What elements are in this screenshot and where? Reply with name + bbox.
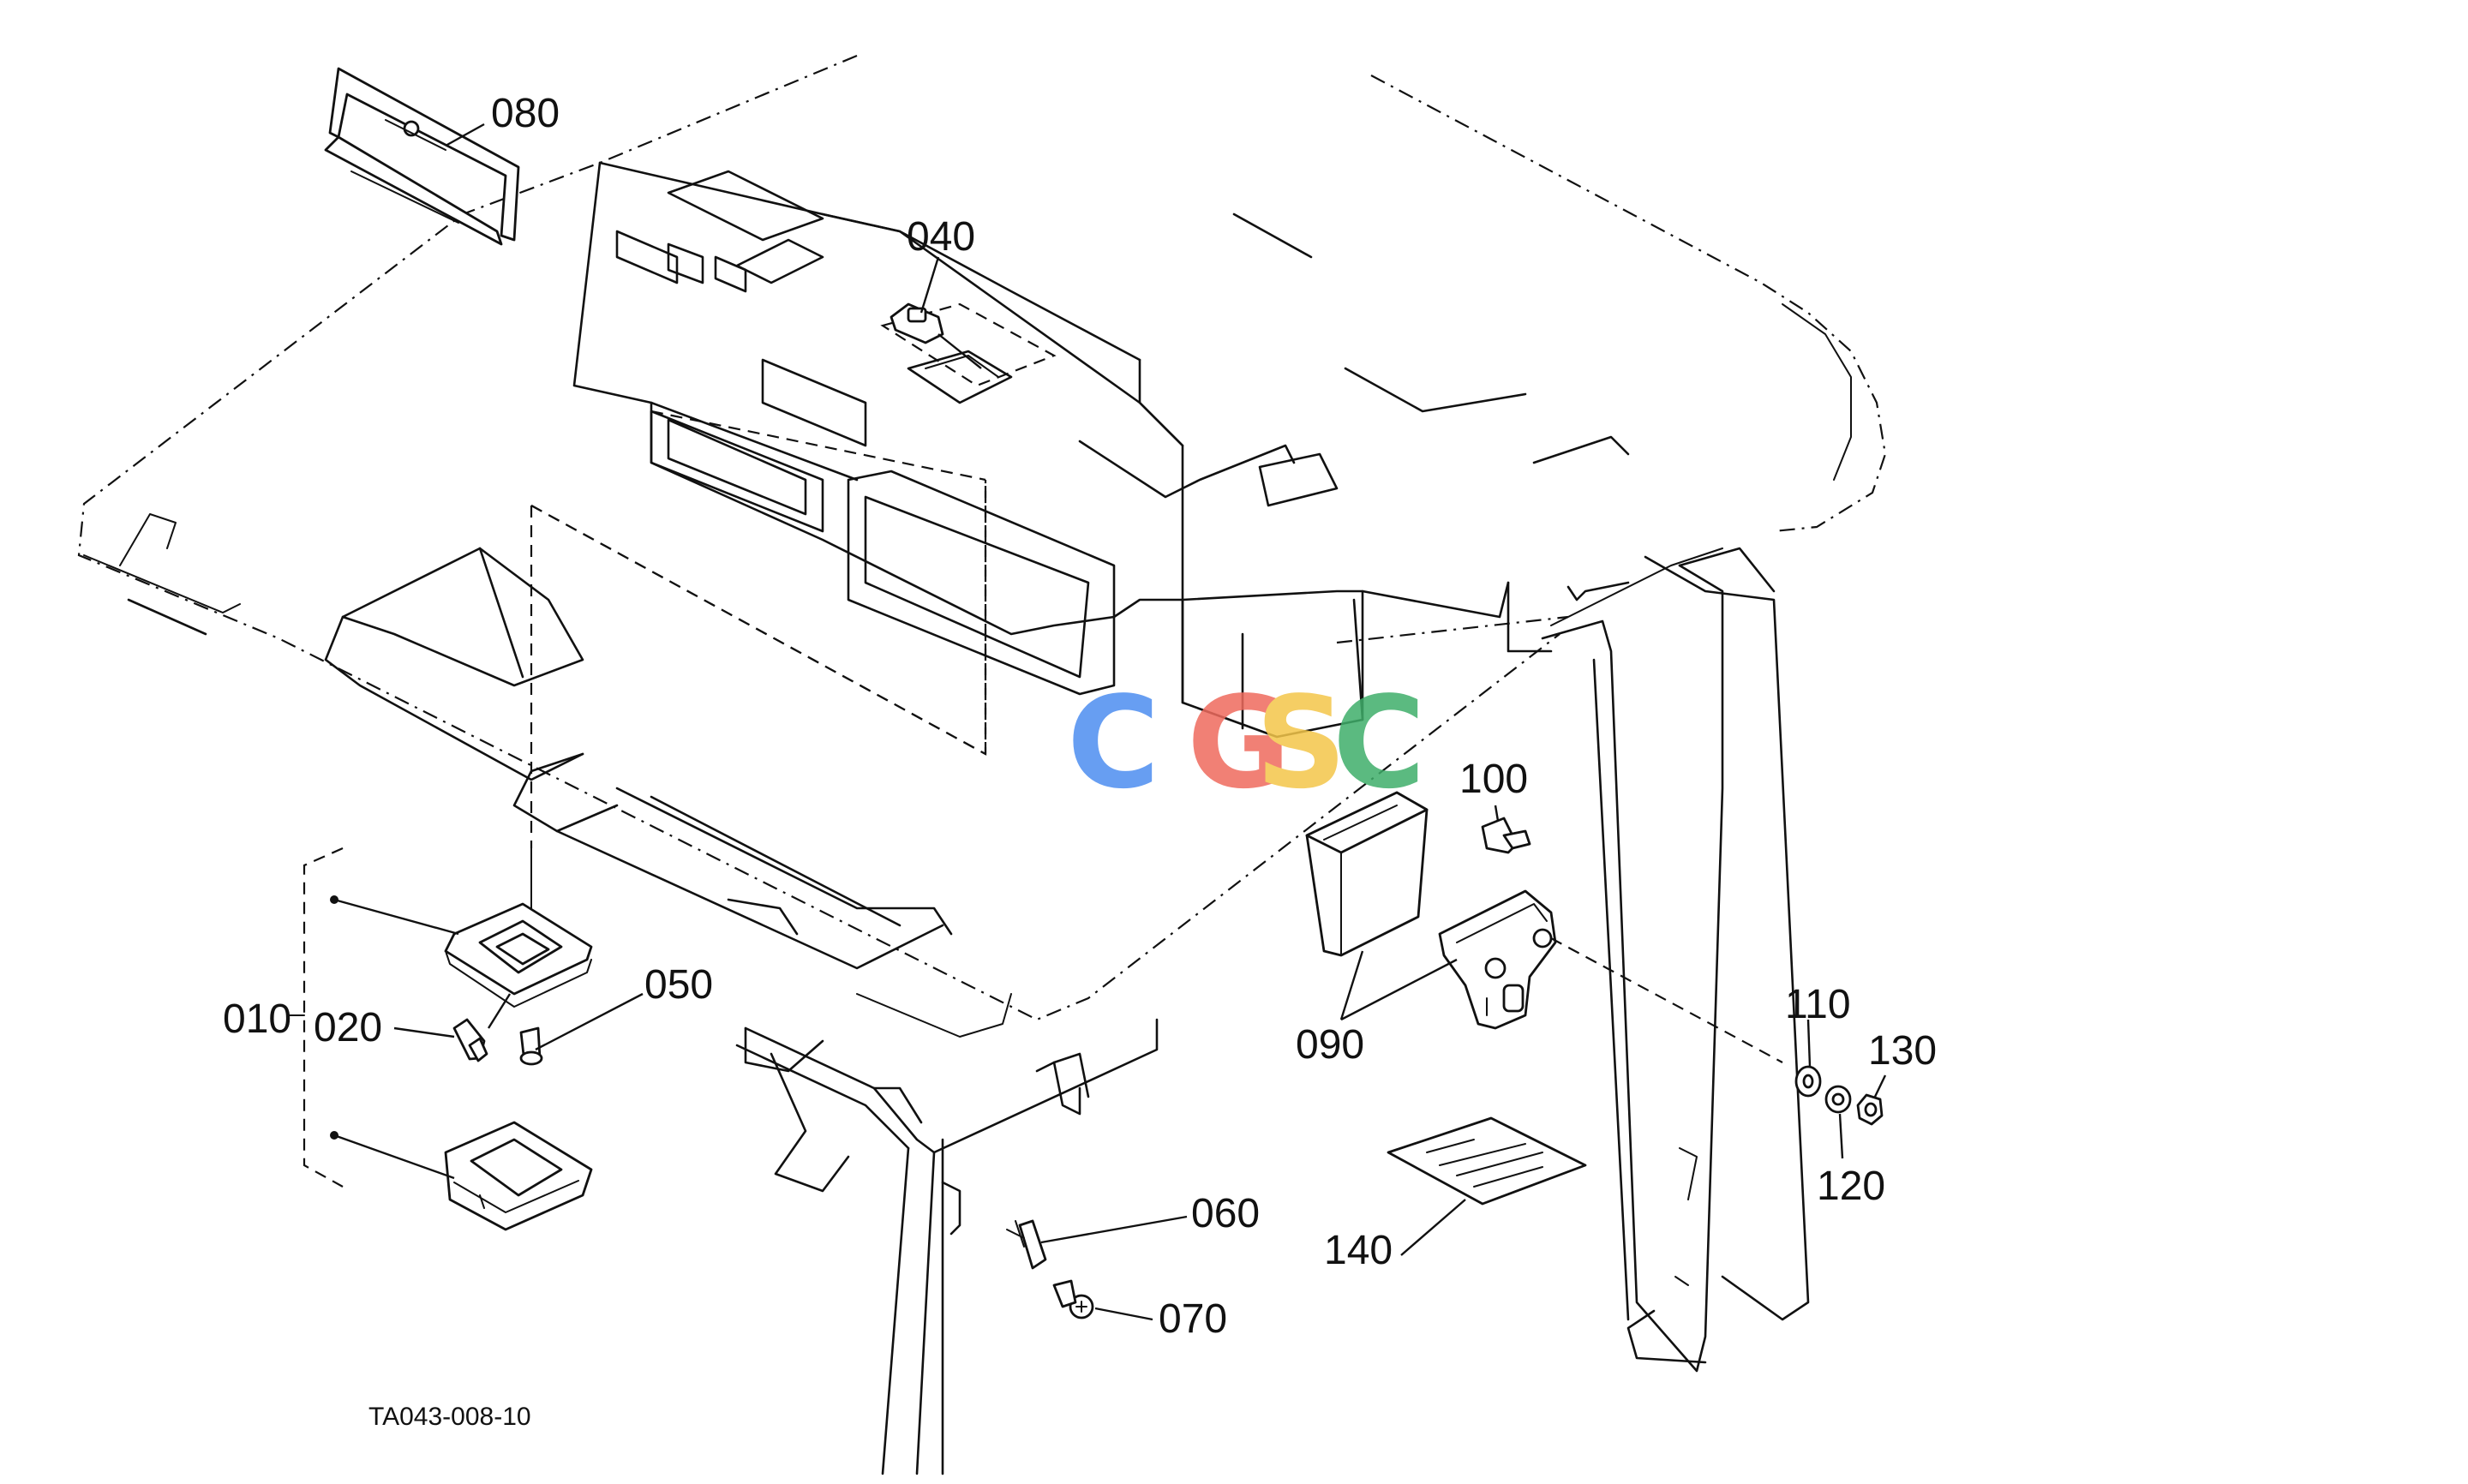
cab-frame [735,547,1810,1475]
part-130-nut [1856,1093,1884,1126]
callout-130: 130 [1868,1028,1937,1074]
watermark-letter: G [1187,669,1291,817]
callout-050: 050 [644,962,713,1008]
part-090-bracket [1438,889,1557,1030]
reference-code: TA043-008-10 [368,1403,531,1431]
part-060-clip [1006,1219,1047,1270]
part-140-label [1387,1116,1587,1206]
callout-070: 070 [1159,1296,1227,1342]
roof-panel-outline [77,54,1887,1038]
part-050-screw [519,1026,543,1066]
part-110-washer [1794,1065,1822,1098]
bolt-axis-line [1550,937,1783,1063]
callout-090: 090 [1296,1022,1364,1068]
part-090-tray [1305,791,1429,957]
bracket-010-group [286,847,344,1188]
callout-060: 060 [1191,1191,1260,1236]
callout-100: 100 [1459,757,1528,802]
leader-lines [333,123,1887,1321]
callout-010: 010 [223,996,291,1042]
part-010-lens-cover [444,1121,593,1231]
watermark-letter: C [1333,669,1426,817]
lower-trim [127,547,953,970]
callout-120: 120 [1817,1164,1885,1209]
callout-140: 140 [1324,1228,1393,1273]
part-010-light-bezel [444,902,593,1008]
callout-040: 040 [907,214,975,260]
watermark-letter: C [1067,669,1160,817]
part-120-lockwasher [1824,1085,1852,1114]
callout-020: 020 [314,1005,382,1050]
overhead-console [572,161,1630,739]
part-080-bracket [324,67,520,246]
assembly-box [530,410,987,960]
callout-080: 080 [491,91,560,136]
leader-dot [330,1131,338,1140]
watermark-letter: S [1255,669,1347,817]
leader-dot [330,895,338,904]
part-100-bolt [1481,817,1531,854]
part-020-bulb [452,1018,488,1062]
watermark: C G S C [1067,669,1426,817]
part-070-screw [1052,1279,1094,1319]
callout-110: 110 [1785,982,1851,1027]
